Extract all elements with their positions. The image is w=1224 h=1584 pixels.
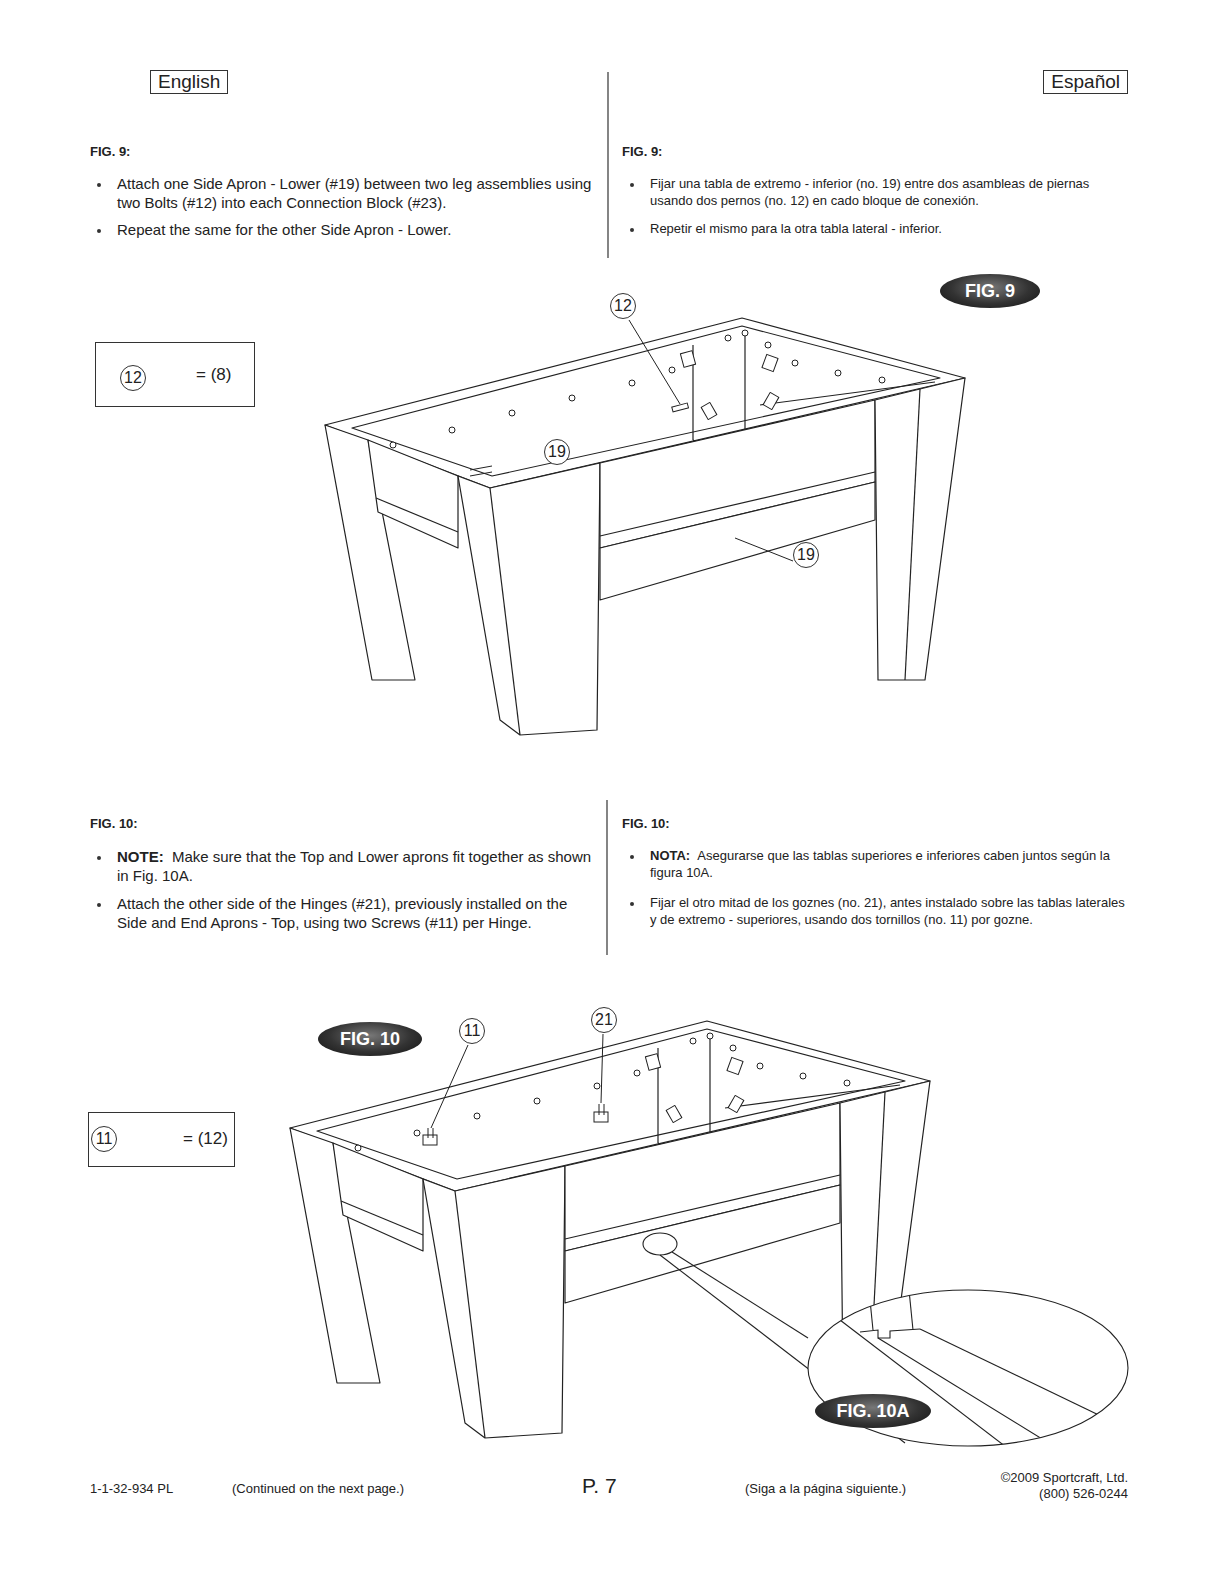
callout-number: 19	[544, 439, 570, 465]
callout-number: 11	[459, 1018, 485, 1044]
instruction-text: (Siga a la página siguiente.)	[745, 1481, 906, 1496]
bullet-dot	[97, 183, 101, 187]
column-divider	[606, 800, 607, 955]
heading-text: NOTA:	[650, 848, 690, 863]
callout-number: 21	[591, 1007, 617, 1033]
figure-badge: FIG. 10A	[815, 1394, 931, 1428]
callout-number: 19	[548, 443, 566, 461]
language-tab: English	[150, 70, 228, 94]
parts-count-box: = (12) 11	[88, 1112, 235, 1167]
tab-text: FIG. 9	[965, 281, 1015, 302]
bullet-dot	[630, 902, 634, 906]
figure-badge: FIG. 9	[940, 274, 1040, 308]
text-block: P. 7	[582, 1474, 662, 1498]
heading-text: NOTE:	[117, 848, 164, 865]
text-block: (800) 526-0244	[908, 1486, 1128, 1502]
instruction-text: Repeat the same for the other Side Apron…	[117, 221, 451, 238]
text-block: ©2009 Sportcraft, Ltd.	[908, 1470, 1128, 1486]
instruction-text: Asegurarse que las tablas superiores e i…	[650, 848, 1110, 880]
parts-count-box: = (8) 12	[95, 342, 255, 407]
hinge-detail	[423, 1104, 608, 1145]
heading-text: FIG. 9:	[90, 144, 130, 159]
callout-number: 12	[614, 297, 632, 315]
figure-badge: FIG. 10	[318, 1022, 422, 1056]
heading-text: FIG. 10:	[622, 816, 670, 831]
column-divider	[607, 72, 608, 258]
text-block: Repeat the same for the other Side Apron…	[117, 220, 597, 239]
instruction-text: (Continued on the next page.)	[232, 1481, 404, 1496]
bullet-dot	[97, 903, 101, 907]
callout-number: 12	[120, 365, 146, 391]
text-block: FIG. 10:	[90, 815, 590, 832]
text-block: FIG. 9:	[90, 143, 590, 160]
tab-text: English	[158, 71, 220, 93]
instruction-text: Fijar el otro mitad de los goznes (no. 2…	[650, 895, 1125, 927]
language-tab: Español	[1043, 70, 1128, 94]
tab-text: FIG. 10A	[836, 1401, 909, 1422]
callout-number: 12	[124, 369, 142, 387]
callout-number: 19	[797, 546, 815, 564]
text-block: NOTA:Asegurarse que las tablas superiore…	[650, 847, 1130, 881]
tab-text: FIG. 10	[340, 1029, 400, 1050]
instruction-text: Repetir el mismo para la otra tabla late…	[650, 221, 942, 236]
bullet-dot	[630, 228, 634, 232]
text-block: Attach the other side of the Hinges (#21…	[117, 894, 597, 932]
text-block: FIG. 10:	[622, 815, 1122, 832]
instruction-text: (800) 526-0244	[1039, 1486, 1128, 1501]
bullet-dot	[97, 856, 101, 860]
text-block: Attach one Side Apron - Lower (#19) betw…	[117, 174, 597, 212]
instruction-text: Make sure that the Top and Lower aprons …	[117, 848, 591, 884]
bullet-dot	[95, 227, 103, 235]
instruction-text: Attach the other side of the Hinges (#21…	[117, 895, 567, 931]
heading-text: FIG. 9:	[622, 144, 662, 159]
instruction-text: P. 7	[582, 1474, 617, 1497]
instruction-text: Attach one Side Apron - Lower (#19) betw…	[117, 175, 591, 211]
quantity-text: = (8)	[196, 365, 231, 385]
text-block: Repetir el mismo para la otra tabla late…	[650, 220, 1130, 237]
text-block: Fijar una tabla de extremo - inferior (n…	[650, 175, 1130, 209]
table-frame	[325, 318, 965, 735]
quantity-text: = (12)	[183, 1129, 228, 1149]
callout-number: 11	[91, 1126, 117, 1152]
tab-text: Español	[1051, 71, 1120, 93]
heading-text: FIG. 10:	[90, 816, 138, 831]
text-block: (Siga a la página siguiente.)	[745, 1481, 975, 1497]
text-block: (Continued on the next page.)	[232, 1481, 492, 1497]
callout-number: 11	[464, 1022, 481, 1040]
callout-number: 21	[595, 1011, 613, 1029]
bolt-detail	[470, 403, 689, 476]
text-block: NOTE:Make sure that the Top and Lower ap…	[117, 847, 597, 885]
bullet-dot	[97, 229, 101, 233]
magnifier-inset	[643, 1233, 1130, 1450]
text-block: 1-1-32-934 PL	[90, 1481, 220, 1497]
callout-number: 19	[793, 542, 819, 568]
bullet-dot	[95, 854, 103, 862]
bullet-dot	[630, 183, 634, 187]
callout-number: 12	[610, 293, 636, 319]
bullet-dot	[628, 853, 636, 861]
instruction-text: Fijar una tabla de extremo - inferior (n…	[650, 176, 1089, 208]
bullet-dot	[628, 226, 636, 234]
screw-icon	[138, 373, 186, 1142]
callout-number: 11	[96, 1130, 113, 1148]
instruction-text: ©2009 Sportcraft, Ltd.	[1001, 1470, 1128, 1485]
bullet-dot	[95, 901, 103, 909]
bullet-dot	[95, 181, 103, 189]
leader-line	[431, 320, 793, 1128]
bullet-dot	[628, 900, 636, 908]
bullet-dot	[628, 181, 636, 189]
text-block: Fijar el otro mitad de los goznes (no. 2…	[650, 894, 1130, 928]
instruction-text: 1-1-32-934 PL	[90, 1481, 173, 1496]
text-block: FIG. 9:	[622, 143, 1122, 160]
bullet-dot	[630, 855, 634, 859]
